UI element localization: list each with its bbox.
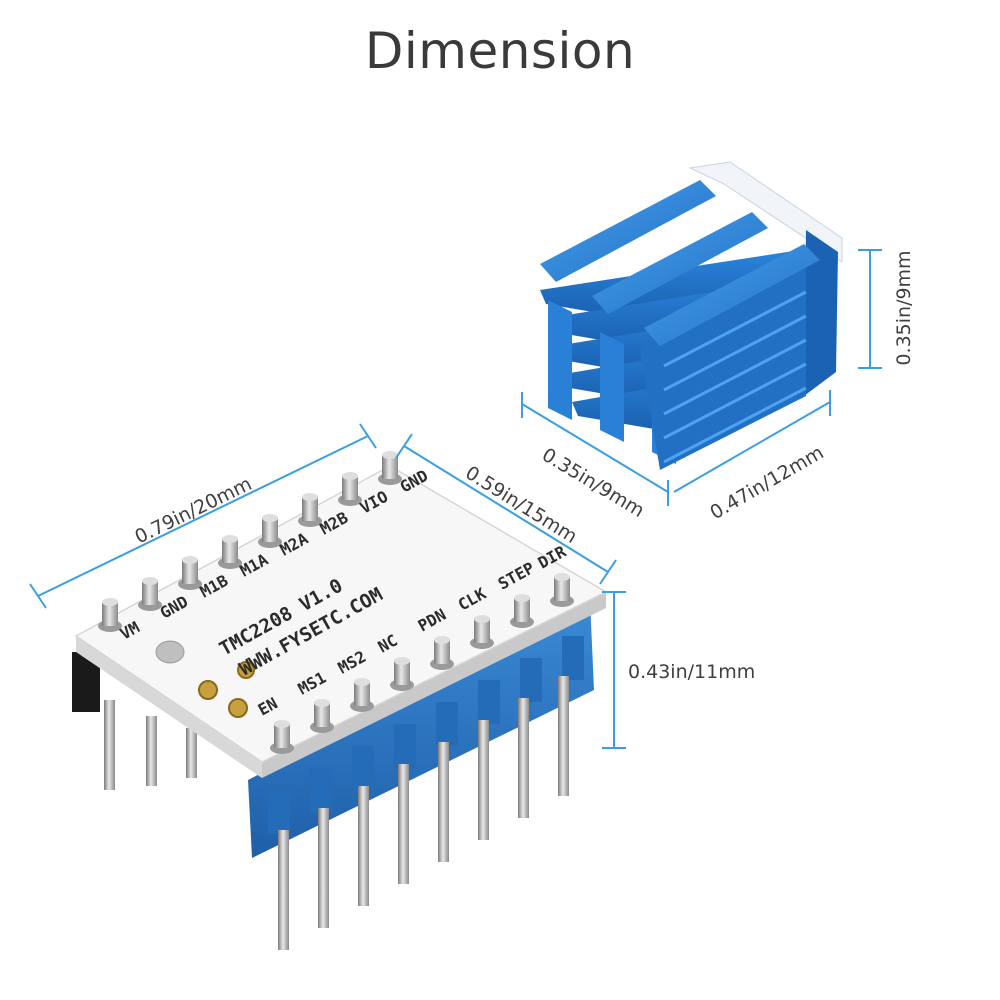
pcb-edge-front — [262, 592, 606, 778]
header-slot — [352, 746, 374, 790]
pin-peg — [98, 598, 122, 632]
label-board-height: 0.43in/11mm — [628, 661, 755, 683]
header-slot — [478, 680, 500, 724]
top-row-pins — [98, 451, 402, 632]
heatsink-fin-column — [600, 332, 624, 442]
header-slot — [310, 768, 332, 812]
header-slot — [394, 724, 416, 768]
front-pin — [318, 808, 329, 928]
heatsink-fin-highlight — [663, 362, 807, 440]
label-heatsink-height: 0.35in/9mm — [893, 250, 915, 365]
pin-peg — [258, 514, 282, 548]
pin-peg — [218, 535, 242, 569]
heatsink-ridge-1 — [540, 180, 716, 282]
pin-peg — [338, 472, 362, 506]
blue-pin-header — [248, 600, 594, 858]
bottom-row-pins — [270, 573, 574, 754]
header-slots — [268, 636, 584, 834]
header-slot — [268, 790, 290, 834]
mounting-hole — [155, 640, 185, 664]
pin-peg — [390, 657, 414, 691]
heatsink-fins — [540, 250, 807, 470]
back-pin — [146, 716, 157, 786]
pin-peg — [138, 577, 162, 611]
dim-line-heatsink-width — [521, 403, 669, 493]
front-pin — [518, 698, 529, 818]
pin-peg — [550, 573, 574, 607]
back-pins — [104, 700, 197, 790]
front-pin — [558, 676, 569, 796]
dim-line-heatsink-depth — [673, 401, 831, 493]
pcb-edge — [76, 636, 262, 778]
front-pin — [438, 742, 449, 862]
gold-pad-3 — [237, 661, 255, 679]
page-title: Dimension — [364, 22, 636, 80]
pin-peg — [510, 594, 534, 628]
pin-peg — [350, 678, 374, 712]
label-heatsink-width: 0.35in/9mm — [538, 444, 648, 522]
thermal-pad — [688, 161, 843, 263]
header-slot — [520, 658, 542, 702]
board-dimension-lines — [29, 423, 626, 749]
pin-peg — [178, 556, 202, 590]
gold-pad-1 — [198, 680, 218, 700]
back-pin — [104, 700, 115, 790]
heatsink-fin-highlight — [663, 338, 807, 416]
pin-peg — [378, 451, 402, 485]
pin-peg — [470, 615, 494, 649]
dim-line-board-width — [403, 445, 609, 573]
heatsink-fin-highlight — [663, 314, 807, 392]
heatsink-fin-highlight — [663, 290, 807, 368]
pin-peg — [310, 699, 334, 733]
front-pins — [278, 676, 569, 950]
pin-peg — [430, 636, 454, 670]
heatsink-fin-column — [548, 300, 572, 420]
pin-peg — [270, 720, 294, 754]
heatsink-side — [804, 230, 838, 396]
pin-peg — [298, 493, 322, 527]
back-pin — [186, 728, 197, 778]
front-pin — [398, 764, 409, 884]
heatsink — [540, 161, 843, 470]
dim-line-board-length — [37, 435, 369, 597]
heatsink-ridge-2 — [592, 212, 768, 314]
front-pin — [358, 786, 369, 906]
gold-pad-2 — [228, 698, 248, 718]
heatsink-fin-highlight — [663, 386, 807, 464]
header-slot — [436, 702, 458, 746]
front-pin — [278, 830, 289, 950]
label-heatsink-depth: 0.47in/12mm — [706, 441, 827, 524]
heatsink-dimension-lines — [521, 249, 882, 506]
front-pin — [478, 720, 489, 840]
header-slot — [562, 636, 584, 680]
heatsink-ridge-3 — [644, 244, 820, 346]
